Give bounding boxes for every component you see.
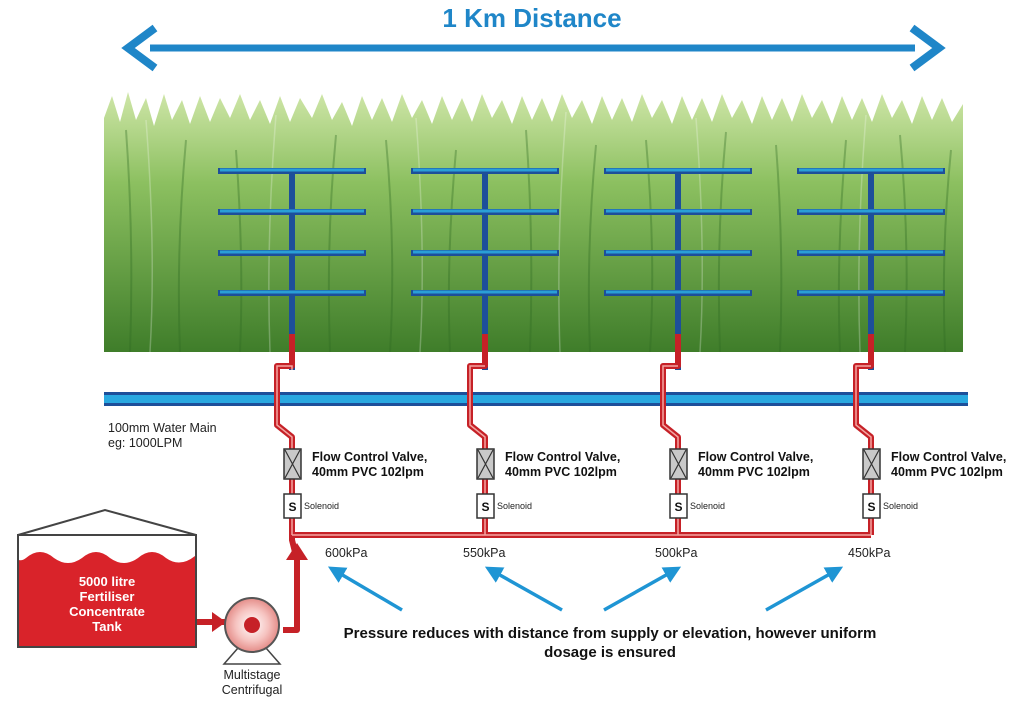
manifold-highlights (220, 168, 943, 294)
valve-zone-3 (669, 448, 688, 519)
valve-label-line2: 40mm PVC 102lpm (312, 465, 424, 479)
flow-up-arrow (286, 543, 308, 560)
solenoid-label: Solenoid (304, 501, 339, 511)
valve-label-line1: Flow Control Valve, (505, 450, 620, 464)
pressure-note-line2: dosage is ensured (544, 644, 676, 661)
water-main-label: 100mm Water Main (108, 421, 217, 435)
valve-zone-4 (862, 448, 881, 519)
solenoid-icon (283, 493, 302, 519)
valve-label-line1: Flow Control Valve, (698, 450, 813, 464)
valve-label-line2: 40mm PVC 102lpm (505, 465, 617, 479)
valve-label-line2: 40mm PVC 102lpm (698, 465, 810, 479)
valve-label-line1: Flow Control Valve, (312, 450, 427, 464)
solenoid-label: Solenoid (883, 501, 918, 511)
pressure-label: 600kPa (325, 546, 367, 560)
valve-label-line2: 40mm PVC 102lpm (891, 465, 1003, 479)
pressure-label: 550kPa (463, 546, 505, 560)
solenoid-letter: S (867, 500, 875, 514)
tank-label-line4: Tank (92, 619, 122, 634)
flow-into-pump-arrow (212, 612, 226, 632)
pressure-note-line1: Pressure reduces with distance from supp… (344, 625, 877, 642)
distance-arrow (121, 24, 946, 72)
distance-title: 1 Km Distance (442, 3, 621, 33)
valve-zone-1 (283, 448, 302, 519)
tank-label-line3: Concentrate (69, 604, 145, 619)
solenoid-icon (476, 493, 495, 519)
water-main-flow: eg: 1000LPM (108, 436, 182, 450)
pump-label-line1: Multistage (224, 668, 281, 682)
water-main-pipe (104, 392, 968, 406)
solenoid-letter: S (481, 500, 489, 514)
tank-label-line1: 5000 litre (79, 574, 135, 589)
fertiliser-lines (197, 334, 874, 633)
pump-icon (222, 597, 282, 665)
solenoid-label: Solenoid (497, 501, 532, 511)
solenoid-icon (862, 493, 881, 519)
pressure-label: 450kPa (848, 546, 890, 560)
pressure-arrows (327, 566, 844, 612)
valve-zone-2 (476, 448, 495, 519)
solenoid-letter: S (288, 500, 296, 514)
solenoid-icon (669, 493, 688, 519)
grass-field (104, 92, 963, 353)
tank-label-line2: Fertiliser (80, 589, 135, 604)
valve-label-line1: Flow Control Valve, (891, 450, 1006, 464)
pump-label-line2: Centrifugal (222, 683, 282, 697)
solenoid-letter: S (674, 500, 682, 514)
pressure-label: 500kPa (655, 546, 697, 560)
solenoid-label: Solenoid (690, 501, 725, 511)
fertiliser-tank (17, 508, 197, 648)
